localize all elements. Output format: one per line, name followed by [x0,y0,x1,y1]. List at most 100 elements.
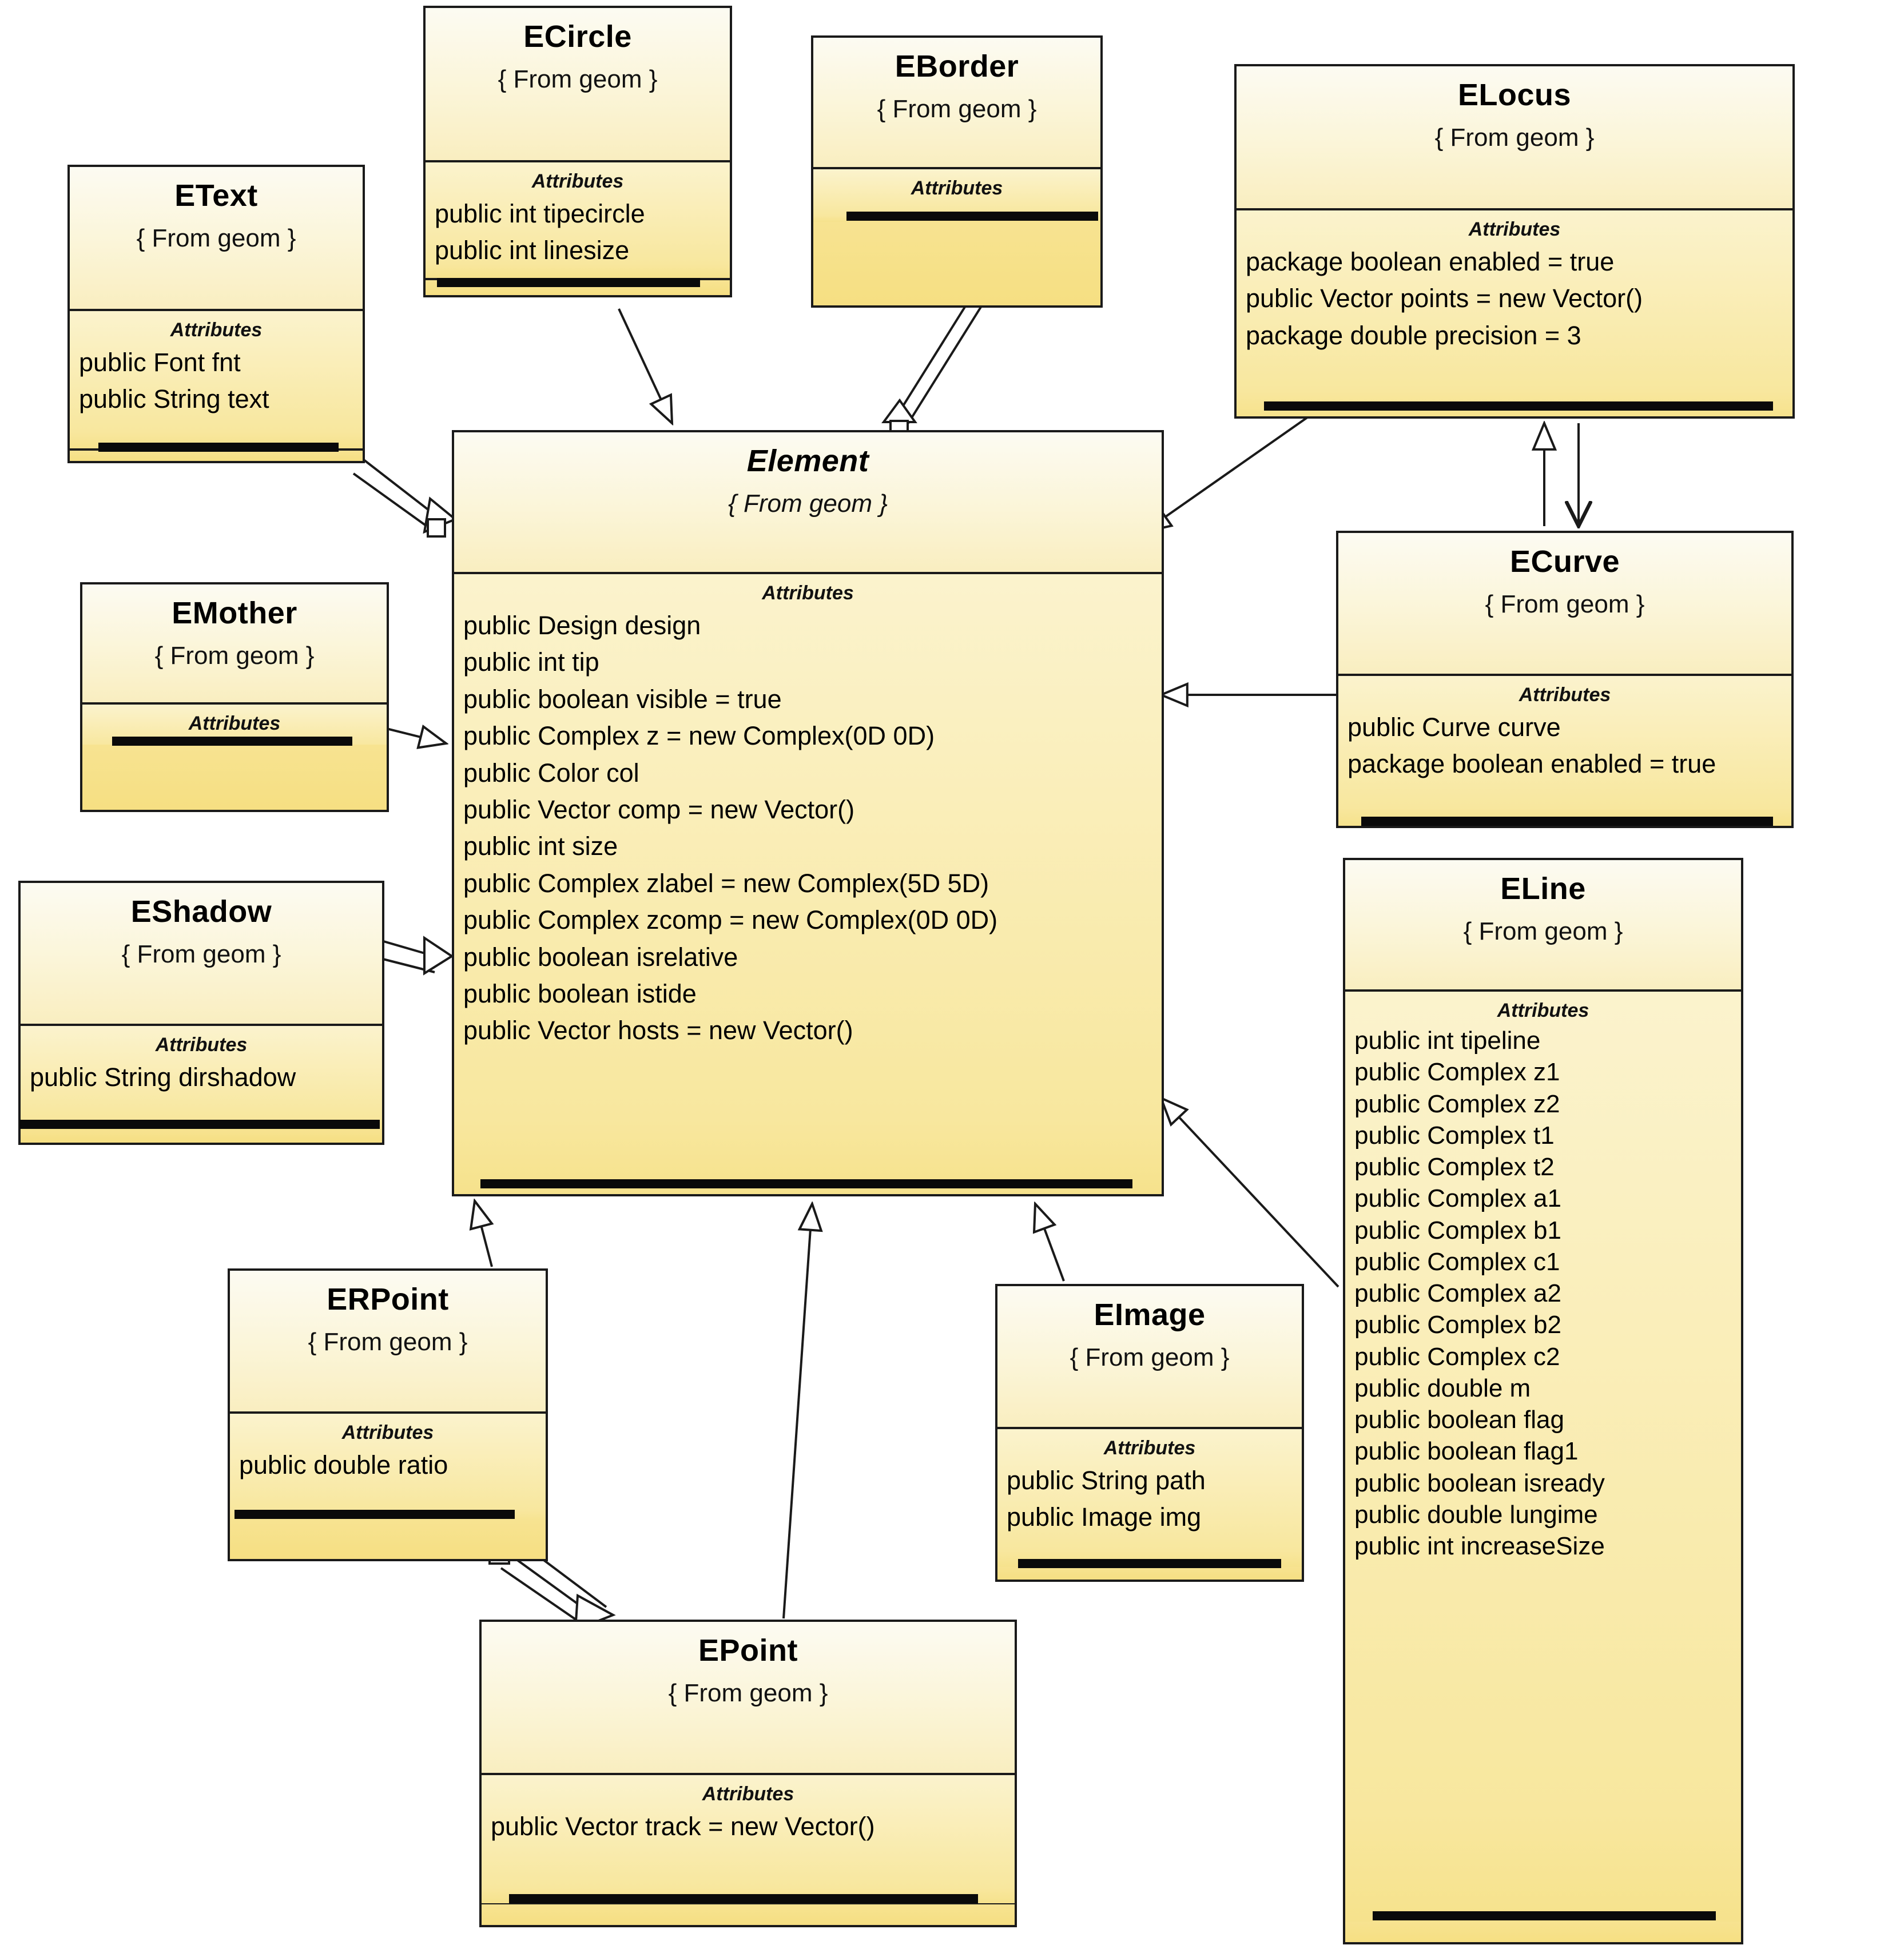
class-package-epoint: { From geom } [668,1679,828,1708]
class-header-epoint: EPoint { From geom } [482,1622,1015,1775]
edge-epoint-element [782,1204,812,1619]
attribute-row: public double m [1354,1374,1531,1402]
class-attributes-epoint: Attributes public Vector track = new Vec… [482,1775,1015,1903]
class-name-elocus: ELocus [1457,78,1572,112]
attribute-row: public String dirshadow [30,1063,296,1092]
class-package-eshadow: { From geom } [121,940,281,969]
class-header-emother: EMother { From geom } [82,584,387,705]
attribute-row: public Vector comp = new Vector() [463,794,855,824]
attribute-row: public double ratio [239,1450,448,1479]
class-package-eline: { From geom } [1463,917,1623,946]
edge-ecircle-element [618,308,672,423]
class-name-eborder: EBorder [895,49,1019,83]
attribute-row: public Complex z2 [1354,1089,1560,1118]
class-box-eshadow[interactable]: EShadow { From geom } Attributes public … [18,881,384,1132]
methods-bar-eborder [846,212,1098,221]
attribute-row: public Complex a1 [1354,1184,1561,1213]
class-box-erpoint[interactable]: ERPoint { From geom } Attributes public … [228,1268,548,1526]
attributes-label-epoint: Attributes [702,1783,794,1805]
class-name-epoint: EPoint [698,1633,798,1668]
class-box-elocus[interactable]: ELocus { From geom } Attributes package … [1234,64,1795,419]
methods-bar-emother [112,737,352,746]
attributes-label-eline: Attributes [1497,1000,1589,1021]
attributes-label-ecircle: Attributes [531,170,624,192]
attribute-row: public Curve curve [1347,713,1561,742]
attribute-row: public Design design [463,611,701,640]
attribute-row: public boolean istide [463,979,697,1008]
attribute-row: public Complex b1 [1354,1216,1561,1244]
class-package-etext: { From geom } [136,224,296,253]
attribute-row: public Complex zlabel = new Complex(5D 5… [463,868,989,898]
edge-etext-element-a [352,451,436,516]
edge-eimage-element [1035,1204,1065,1282]
attribute-row: public Complex z1 [1354,1058,1560,1087]
attributes-label-eimage: Attributes [1103,1437,1196,1459]
class-box-emother[interactable]: EMother { From geom } Attributes [80,582,389,754]
class-name-erpoint: ERPoint [327,1282,449,1316]
class-box-ecircle[interactable]: ECircle { From geom } Attributes public … [423,6,732,280]
class-header-eline: ELine { From geom } [1345,860,1741,992]
class-attributes-element: Attributes public Design design public i… [454,574,1162,1194]
class-package-ecircle: { From geom } [498,65,658,94]
methods-bar-ecircle [437,278,700,287]
edge-erpoint-element [475,1201,492,1267]
attributes-label-eborder: Attributes [911,177,1003,199]
attribute-row: public Complex c2 [1354,1342,1560,1371]
class-package-emother: { From geom } [154,642,315,670]
attribute-row: public Vector hosts = new Vector() [463,1016,853,1045]
attribute-row: public String path [1007,1466,1206,1495]
class-box-eborder[interactable]: EBorder { From geom } Attributes [811,35,1103,224]
attributes-label-element: Attributes [762,582,854,604]
methods-zone-eline [1343,1922,1743,1944]
edge-eborder-element-a [891,303,968,424]
class-name-eimage: EImage [1094,1298,1206,1332]
methods-zone-eshadow [18,1130,384,1145]
attribute-row: public Complex t1 [1354,1121,1555,1149]
class-box-epoint[interactable]: EPoint { From geom } Attributes public V… [479,1620,1017,1906]
methods-zone-eimage [995,1567,1304,1582]
attribute-row: public Complex a2 [1354,1279,1561,1308]
attribute-row: public int increaseSize [1354,1532,1605,1561]
attribute-row: public int tip [463,647,599,677]
attribute-row: public boolean flag [1354,1406,1564,1434]
attribute-row: package double precision = 3 [1246,320,1581,350]
class-header-ecircle: ECircle { From geom } [426,8,730,162]
methods-zone-emother [80,745,389,812]
class-box-etext[interactable]: EText { From geom } Attributes public Fo… [67,165,365,451]
class-attributes-etext: Attributes public Font fnt public String… [70,311,363,448]
edge-eline-element [1161,1098,1339,1288]
attributes-label-emother: Attributes [188,713,281,734]
edge-eborder-element-b [907,303,984,424]
class-box-eline[interactable]: ELine { From geom } Attributes public in… [1343,858,1743,1927]
attribute-row: public boolean flag1 [1354,1437,1579,1466]
methods-zone-etext [67,451,365,463]
class-package-eimage: { From geom } [1070,1343,1230,1372]
class-package-ecurve: { From geom } [1485,590,1645,619]
attribute-row: public boolean isrelative [463,942,738,972]
attribute-row: public Complex z = new Complex(0D 0D) [463,721,935,751]
class-attributes-eimage: Attributes public String path public Ima… [997,1429,1302,1568]
attributes-label-eshadow: Attributes [155,1034,248,1056]
class-attributes-eshadow: Attributes public String dirshadow [21,1026,382,1130]
attribute-row: public Vector points = new Vector() [1246,284,1643,313]
class-package-eborder: { From geom } [877,95,1037,124]
attribute-row: public Vector track = new Vector() [491,1812,875,1841]
class-box-ecurve[interactable]: ECurve { From geom } Attributes public C… [1336,531,1794,828]
methods-zone-erpoint [228,1520,548,1561]
attribute-row: package boolean enabled = true [1347,749,1716,779]
methods-bar-ecurve [1361,817,1773,826]
class-header-element: Element { From geom } [454,432,1162,574]
methods-bar-eshadow [19,1120,380,1129]
class-box-element[interactable]: Element { From geom } Attributes public … [452,430,1164,1196]
attribute-row: public boolean visible = true [463,684,782,714]
methods-zone-epoint [479,1904,1017,1927]
class-name-etext: EText [174,178,258,213]
class-name-eline: ELine [1500,872,1586,906]
methods-bar-element [480,1179,1132,1188]
edge-etext-element-b [352,472,436,533]
attribute-row: public int tipecircle [435,199,645,228]
attribute-row: public Complex t2 [1354,1153,1555,1182]
class-name-ecircle: ECircle [523,19,632,54]
class-box-eimage[interactable]: EImage { From geom } Attributes public S… [995,1284,1304,1570]
